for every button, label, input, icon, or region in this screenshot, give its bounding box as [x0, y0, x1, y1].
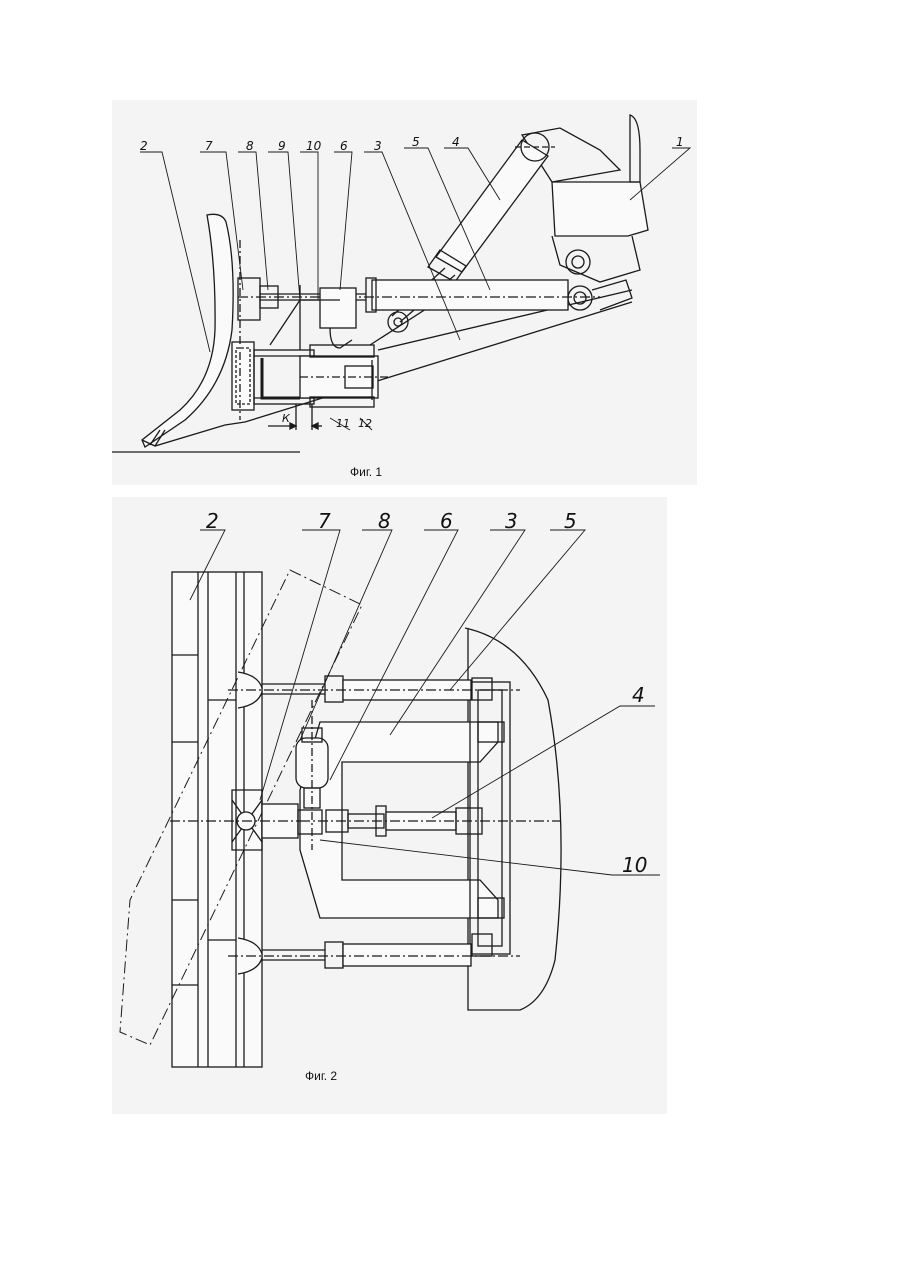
fig1-label-k: К: [282, 412, 291, 425]
fig1-label-2: 2: [140, 139, 148, 153]
fig2-label-8: 8: [378, 509, 391, 533]
fig2-tractor-outline: [465, 628, 561, 1010]
fig2-label-4: 4: [632, 683, 645, 707]
fig1-label-6: 6: [340, 139, 348, 153]
fig2-label-2: 2: [206, 509, 219, 533]
fig1-dimension-k: [268, 423, 322, 429]
fig1-label-7: 7: [205, 139, 213, 153]
fig1-label-9: 9: [278, 139, 286, 153]
fig2-label-10: 10: [622, 853, 647, 877]
figure-1-caption: Фиг. 1: [350, 465, 382, 479]
fig1-label-10: 10: [306, 139, 322, 153]
figure-2-caption: Фиг. 2: [305, 1069, 337, 1083]
figure-2-drawing: 2 7 8 6 3 5 4 10: [120, 509, 660, 1067]
fig1-blade: [142, 214, 245, 447]
fig2-lower-cylinder: [228, 938, 520, 974]
fig2-label-6: 6: [440, 509, 453, 533]
fig2-label-3: 3: [505, 509, 518, 533]
fig1-label-5: 5: [412, 135, 420, 149]
fig1-tilt-cylinder: [238, 278, 600, 332]
fig2-center-cylinder: [300, 806, 560, 836]
fig1-label-4: 4: [452, 135, 460, 149]
fig1-label-12: 12: [358, 417, 372, 430]
fig1-label-8: 8: [246, 139, 254, 153]
fig1-label-11: 11: [336, 417, 350, 430]
fig1-label-3: 3: [374, 139, 382, 153]
figure-1-drawing: 2 7 8 9 10 6 3 5 4 1 К 11 12: [112, 115, 690, 452]
fig2-label-7: 7: [318, 509, 331, 533]
fig1-label-1: 1: [676, 135, 684, 149]
fig2-label-5: 5: [564, 509, 577, 533]
